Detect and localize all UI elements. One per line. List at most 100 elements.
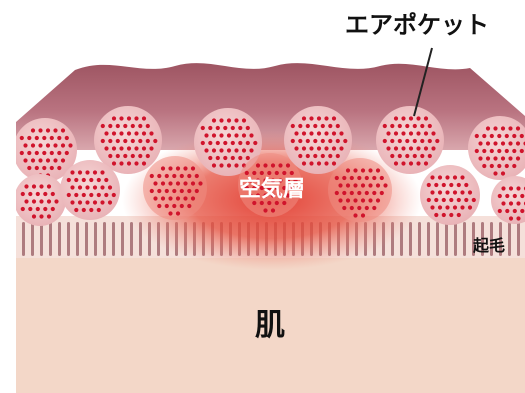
fiber-dot bbox=[379, 190, 384, 196]
fiber-dot bbox=[238, 155, 243, 161]
fiber-dot bbox=[211, 133, 217, 138]
fiber-dot bbox=[28, 191, 33, 197]
fiber-dot bbox=[508, 141, 513, 146]
fiber-dot bbox=[183, 166, 188, 171]
fiber-dot bbox=[301, 131, 307, 136]
fiber-ball bbox=[468, 116, 525, 180]
fiber-dot bbox=[77, 185, 83, 190]
fiber-dot bbox=[107, 200, 113, 205]
fiber-dot bbox=[368, 183, 373, 188]
fiber-dot bbox=[108, 153, 113, 159]
fiber-dot bbox=[100, 138, 105, 144]
fiber-dot bbox=[66, 177, 71, 183]
nap-fiber bbox=[481, 222, 484, 256]
fiber-dot bbox=[445, 205, 450, 210]
fiber-dot bbox=[230, 155, 235, 161]
fiber-dot bbox=[305, 123, 310, 129]
fiber-dot bbox=[516, 186, 521, 191]
fiber-dot bbox=[134, 146, 139, 151]
fiber-dot bbox=[164, 173, 169, 179]
fiber-dot bbox=[46, 199, 52, 204]
fiber-dot bbox=[60, 143, 66, 148]
fiber-dot bbox=[520, 208, 525, 214]
fiber-dot bbox=[160, 166, 166, 171]
fiber-dot bbox=[57, 165, 62, 171]
fiber-dot bbox=[412, 153, 417, 159]
fiber-dot bbox=[390, 123, 395, 129]
fiber-dot bbox=[331, 146, 337, 151]
fiber-dot bbox=[30, 143, 36, 148]
fiber-dot bbox=[382, 138, 387, 144]
nap-fiber bbox=[85, 222, 88, 256]
fiber-dot bbox=[405, 138, 410, 144]
fiber-dot bbox=[368, 198, 373, 203]
fiber-dot bbox=[471, 197, 476, 203]
fiber-dot bbox=[328, 123, 333, 129]
fiber-dot bbox=[360, 183, 366, 188]
fiber-dot bbox=[149, 173, 154, 179]
fiber-ball bbox=[143, 156, 207, 220]
fiber-dot bbox=[123, 123, 128, 129]
fiber-dot bbox=[489, 133, 494, 139]
fiber-dot bbox=[31, 184, 37, 189]
fiber-dot bbox=[28, 206, 33, 212]
fiber-dot bbox=[111, 116, 117, 121]
fiber-dot bbox=[255, 178, 261, 183]
fiber-dot bbox=[345, 198, 351, 203]
fiber-dot bbox=[35, 191, 40, 197]
fiber-dot bbox=[423, 116, 429, 121]
fiber-dot bbox=[157, 173, 162, 179]
fiber-dot bbox=[96, 192, 101, 198]
fiber-dot bbox=[215, 140, 220, 146]
fiber-dot bbox=[460, 205, 465, 210]
fiber-dot bbox=[255, 163, 261, 168]
fiber-dot bbox=[85, 185, 90, 190]
fiber-dot bbox=[383, 183, 388, 188]
fiber-dot bbox=[456, 182, 461, 188]
fiber-dot bbox=[504, 163, 509, 169]
fiber-dot bbox=[437, 205, 443, 210]
fiber-dot bbox=[68, 143, 73, 148]
fiber-dot bbox=[431, 146, 436, 151]
fiber-dot bbox=[249, 133, 254, 138]
fiber-dot bbox=[408, 146, 414, 151]
fiber-dot bbox=[42, 135, 47, 141]
fiber-dot bbox=[234, 133, 239, 138]
fiber-dot bbox=[293, 178, 298, 183]
fiber-dot bbox=[405, 123, 410, 129]
nap-fiber bbox=[40, 222, 43, 256]
fiber-dot bbox=[263, 193, 268, 198]
fiber-dot bbox=[420, 138, 425, 144]
fiber-dot bbox=[74, 177, 79, 183]
fiber-dot bbox=[452, 205, 458, 210]
fiber-dot bbox=[452, 175, 458, 180]
fiber-dot bbox=[412, 123, 417, 129]
nap-fiber bbox=[463, 222, 466, 256]
fiber-dot bbox=[372, 190, 377, 196]
fiber-dot bbox=[34, 150, 39, 156]
fiber-dot bbox=[187, 173, 192, 179]
fiber-dot bbox=[515, 156, 521, 161]
fiber-dot bbox=[248, 178, 253, 183]
fiber-dot bbox=[153, 181, 158, 186]
fiber-dot bbox=[501, 201, 506, 206]
fiber-dot bbox=[234, 118, 239, 123]
fiber-dot bbox=[393, 131, 399, 136]
fiber-dot bbox=[123, 138, 128, 144]
fiber-dot bbox=[119, 131, 124, 136]
fiber-dot bbox=[175, 211, 181, 216]
fiber-dot bbox=[501, 186, 506, 191]
fiber-dot bbox=[497, 148, 502, 154]
fiber-dot bbox=[309, 161, 314, 166]
fiber-dot bbox=[245, 140, 250, 146]
fiber-dot bbox=[516, 201, 521, 206]
fiber-dot bbox=[331, 116, 337, 121]
nap-fiber bbox=[31, 222, 34, 256]
fiber-dot bbox=[244, 185, 249, 191]
fiber-dot bbox=[45, 158, 51, 163]
fiber-dot bbox=[241, 148, 247, 153]
fiber-dot bbox=[324, 116, 329, 121]
fiber-dot bbox=[485, 141, 491, 146]
fiber-dot bbox=[349, 175, 354, 181]
fiber-dot bbox=[157, 203, 162, 209]
